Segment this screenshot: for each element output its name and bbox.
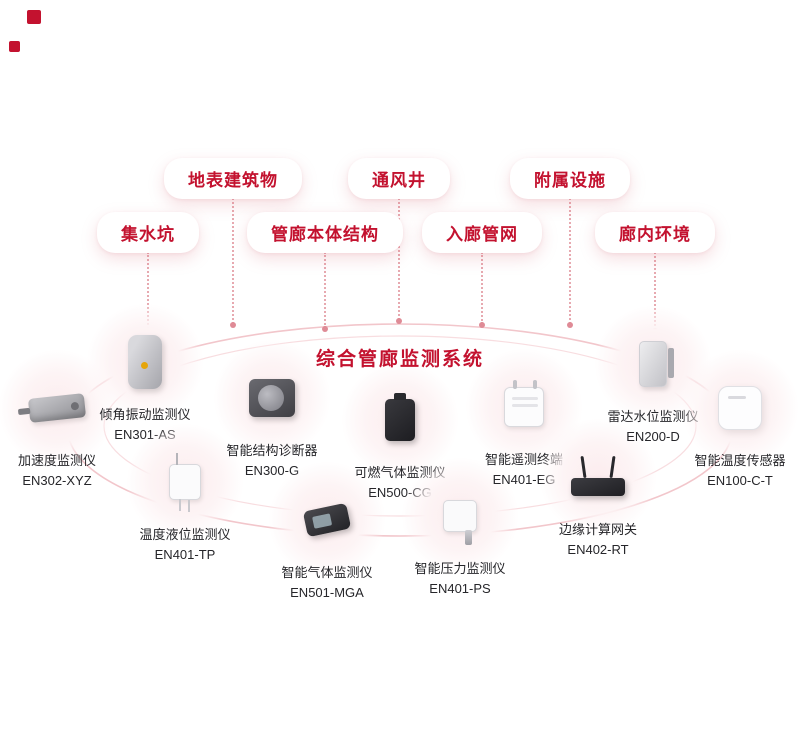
device-model: EN401-TP <box>154 547 216 563</box>
device-model: EN402-RT <box>567 542 629 558</box>
device-model: EN501-MGA <box>290 585 364 601</box>
telemetry-terminal-device-icon <box>504 380 544 427</box>
pressure-device-icon <box>443 500 477 545</box>
device-name: 智能气体监测仪 <box>281 565 373 580</box>
structure-diagnostics-device-icon <box>249 379 295 417</box>
decor-square-large <box>27 10 41 24</box>
category-pill-ventilation-shaft[interactable]: 通风井 <box>348 158 450 199</box>
connector-line-pipeline-network <box>479 252 485 328</box>
device-name: 智能结构诊断器 <box>226 443 318 458</box>
category-pill-gallery-environment[interactable]: 廊内环境 <box>595 212 715 253</box>
connector-line-surface-buildings <box>230 198 236 328</box>
category-pill-surface-buildings[interactable]: 地表建筑物 <box>164 158 302 199</box>
device-model: EN302-XYZ <box>22 473 92 489</box>
device-card-edge-gateway: 边缘计算网关 EN402-RT <box>540 419 656 560</box>
device-card-accelerometer-monitor: 加速度监测仪 EN302-XYZ <box>0 350 115 491</box>
device-model: EN401-PS <box>429 581 491 597</box>
tilt-vibration-device-icon <box>128 335 162 389</box>
system-title: 综合管廊监测系统 <box>315 349 485 370</box>
radar-level-device-icon <box>639 341 674 387</box>
device-card-smart-gas-monitor: 智能气体监测仪 EN501-MGA <box>269 462 385 603</box>
device-name: 智能温度传感器 <box>694 453 786 468</box>
decor-square-small <box>9 41 20 52</box>
category-pill-pipeline-network[interactable]: 入廊管网 <box>422 212 542 253</box>
edge-gateway-device-icon <box>571 478 625 496</box>
category-pill-water-collection-pit[interactable]: 集水坑 <box>97 212 199 253</box>
temperature-level-device-icon <box>169 453 201 511</box>
device-card-pressure-monitor: 智能压力监测仪 EN401-PS <box>402 458 518 599</box>
device-name: 倾角振动监测仪 <box>99 407 191 422</box>
category-pill-auxiliary-facilities[interactable]: 附属设施 <box>510 158 630 199</box>
connector-line-gallery-structure <box>322 252 328 332</box>
temperature-sensor-device-icon <box>718 386 762 430</box>
combustible-gas-device-icon <box>385 393 415 441</box>
device-model: EN100-C-T <box>707 473 773 489</box>
connector-line-auxiliary-facilities <box>567 198 573 328</box>
device-name: 温度液位监测仪 <box>139 527 231 542</box>
connector-line-ventilation-shaft <box>396 198 402 324</box>
device-name: 智能压力监测仪 <box>414 561 506 576</box>
device-card-temperature-sensor: 智能温度传感器 EN100-C-T <box>682 350 798 491</box>
category-pill-gallery-structure[interactable]: 管廊本体结构 <box>247 212 403 253</box>
device-name: 加速度监测仪 <box>17 453 96 468</box>
device-name: 边缘计算网关 <box>558 522 637 537</box>
